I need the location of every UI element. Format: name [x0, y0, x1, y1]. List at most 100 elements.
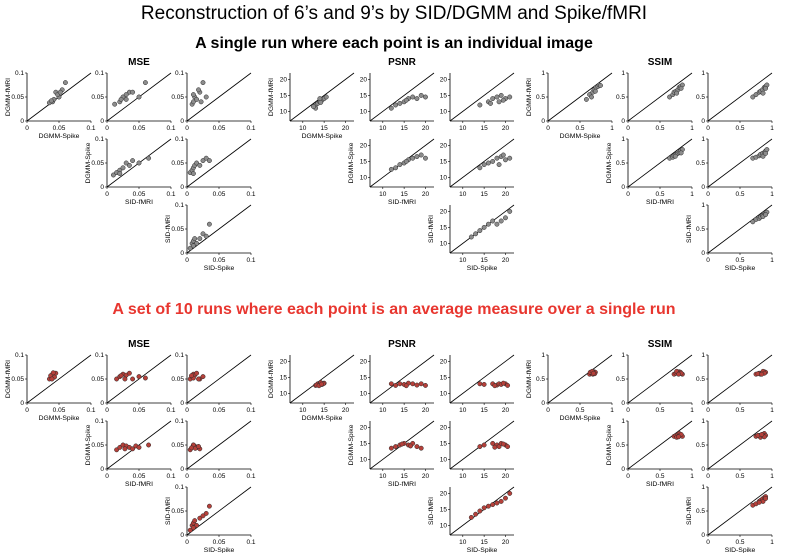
y-axis-label: DGMM-Spike	[348, 424, 355, 465]
y-tick-label: 20	[440, 77, 448, 84]
identity-line	[186, 420, 252, 470]
data-point	[206, 503, 212, 509]
x-tick-label: 0.05	[213, 539, 226, 546]
y-axis-label: DGMM-fMRI	[268, 78, 275, 116]
x-tick-label: 0	[546, 407, 550, 414]
identity-line	[186, 138, 252, 188]
x-tick-label: 15	[321, 125, 329, 132]
x-tick-label: 0	[546, 125, 550, 132]
data-point	[123, 96, 129, 102]
x-tick-label: 0.1	[166, 407, 175, 414]
data-point	[418, 92, 424, 98]
data-point	[146, 155, 152, 161]
y-tick-label: 0.1	[175, 484, 184, 491]
data-point	[477, 228, 483, 234]
metric-title: PSNR	[388, 339, 417, 350]
x-tick-label: 0.1	[166, 191, 175, 198]
data-point	[200, 374, 206, 380]
y-tick-label: 1	[541, 352, 545, 359]
data-point	[498, 498, 504, 504]
data-point	[136, 94, 142, 100]
data-point	[414, 382, 420, 388]
data-point	[676, 434, 682, 440]
data-point	[196, 376, 201, 382]
data-point	[323, 94, 329, 100]
y-tick-label: 20	[360, 143, 368, 150]
y-axis-label: SID-fMRI	[686, 497, 693, 525]
y-tick-label: 0.5	[696, 442, 705, 449]
x-tick-label: 0.1	[246, 407, 255, 414]
data-point	[123, 160, 129, 166]
metric-title: MSE	[128, 339, 150, 350]
data-point	[197, 162, 203, 168]
x-axis-label: SID-Spike	[725, 547, 756, 553]
y-tick-label: 0.5	[696, 160, 705, 167]
data-point	[187, 245, 193, 251]
x-tick-label: 0.05	[53, 125, 66, 132]
data-point	[505, 444, 511, 450]
data-point	[203, 155, 209, 161]
x-tick-label: 0	[706, 539, 710, 546]
y-tick-label: 0	[621, 118, 625, 125]
data-point	[206, 221, 212, 227]
data-point	[319, 381, 325, 387]
y-tick-label: 10	[360, 391, 368, 398]
data-point	[490, 96, 496, 102]
data-point	[759, 371, 765, 377]
y-tick-label: 0.05	[91, 442, 104, 449]
y-tick-label: 1	[621, 136, 625, 143]
identity-line	[26, 354, 92, 404]
data-point	[481, 442, 487, 448]
y-tick-label: 0.5	[696, 376, 705, 383]
y-tick-label: 0	[180, 250, 184, 257]
x-tick-label: 0	[105, 125, 109, 132]
y-tick-label: 1	[701, 352, 705, 359]
y-tick-label: 15	[440, 159, 448, 166]
data-point	[146, 442, 152, 448]
x-tick-label: 20	[422, 473, 430, 480]
y-tick-label: 0.5	[696, 94, 705, 101]
y-tick-label: 0.1	[175, 136, 184, 143]
x-tick-label: 15	[401, 191, 409, 198]
x-tick-label: 0	[626, 407, 630, 414]
identity-line	[707, 420, 773, 470]
y-tick-label: 15	[280, 375, 288, 382]
data-point	[498, 92, 504, 98]
x-tick-label: 0	[706, 407, 710, 414]
y-axis-label: DGMM-fMRI	[5, 360, 12, 398]
data-point	[481, 224, 487, 230]
x-axis-label: SID-fMRI	[388, 481, 416, 488]
data-point	[136, 444, 142, 450]
y-tick-label: 0.05	[171, 508, 184, 515]
x-tick-label: 0	[185, 473, 189, 480]
y-tick-label: 0.5	[616, 376, 625, 383]
data-point	[763, 212, 769, 218]
identity-line	[289, 72, 355, 122]
data-point	[403, 97, 409, 103]
data-point	[473, 511, 479, 517]
data-point	[410, 381, 416, 387]
data-point	[763, 496, 769, 501]
identity-line	[449, 72, 515, 122]
x-tick-label: 0	[706, 257, 710, 264]
data-point	[114, 376, 120, 382]
x-tick-label: 10	[379, 407, 387, 414]
data-point	[498, 218, 504, 224]
x-tick-label: 20	[502, 257, 510, 264]
data-point	[393, 102, 399, 108]
y-tick-label: 0	[701, 532, 705, 539]
data-point	[397, 381, 403, 387]
